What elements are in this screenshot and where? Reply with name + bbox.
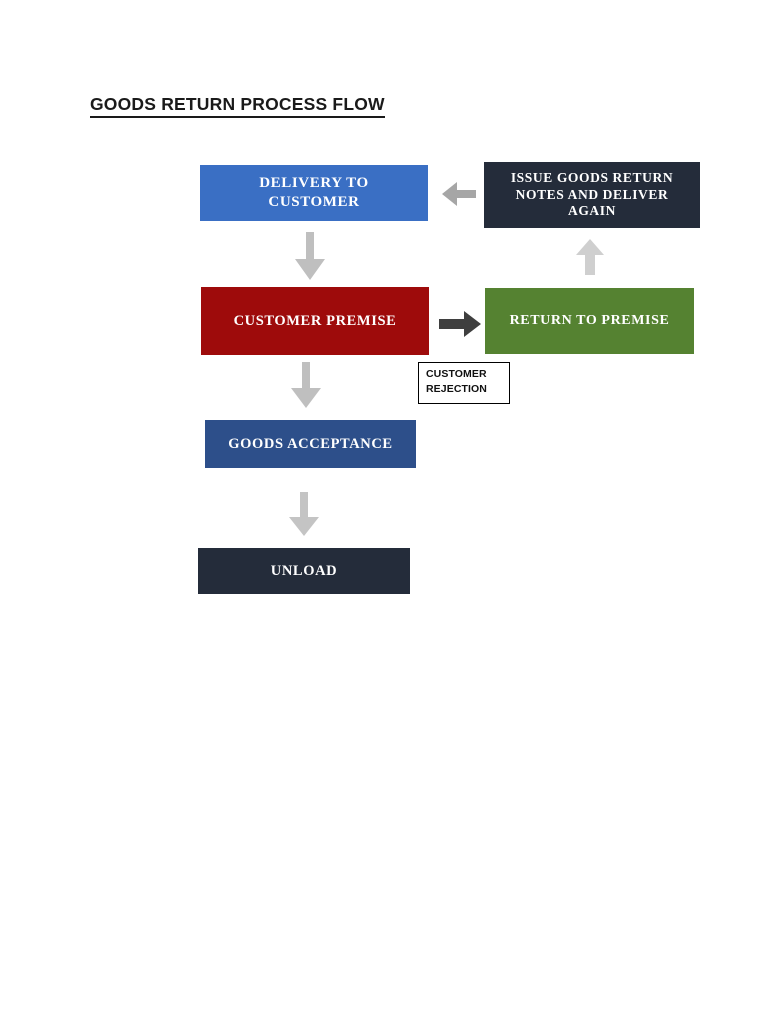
arrow-down-icon: [288, 362, 324, 410]
flow-node-return-to-premise[interactable]: RETURN TO PREMISE: [485, 288, 694, 354]
annotation-customer-rejection: CUSTOMER REJECTION: [418, 362, 510, 404]
flow-node-delivery-to-customer[interactable]: DELIVERY TO CUSTOMER: [200, 165, 428, 221]
flow-node-issue-goods-return-notes[interactable]: ISSUE GOODS RETURN NOTES AND DELIVER AGA…: [484, 162, 700, 228]
flow-node-label: DELIVERY TO CUSTOMER: [259, 175, 369, 210]
flow-node-label: CUSTOMER PREMISE: [233, 312, 397, 329]
flow-node-label: UNLOAD: [270, 562, 338, 579]
flow-node-label: RETURN TO PREMISE: [509, 313, 670, 329]
flow-node-goods-acceptance[interactable]: GOODS ACCEPTANCE: [205, 420, 416, 468]
page-title: GOODS RETURN PROCESS FLOW: [90, 94, 385, 119]
flow-node-customer-premise[interactable]: CUSTOMER PREMISE: [201, 287, 429, 355]
flow-node-label: ISSUE GOODS RETURN NOTES AND DELIVER AGA…: [510, 169, 674, 219]
arrow-down-icon: [286, 492, 322, 538]
flow-node-label: GOODS ACCEPTANCE: [228, 435, 393, 452]
arrow-right-icon: [437, 310, 483, 338]
arrow-left-icon: [440, 180, 478, 208]
arrow-up-icon: [573, 237, 607, 277]
arrow-down-icon: [292, 232, 328, 282]
flow-node-unload[interactable]: UNLOAD: [198, 548, 410, 594]
